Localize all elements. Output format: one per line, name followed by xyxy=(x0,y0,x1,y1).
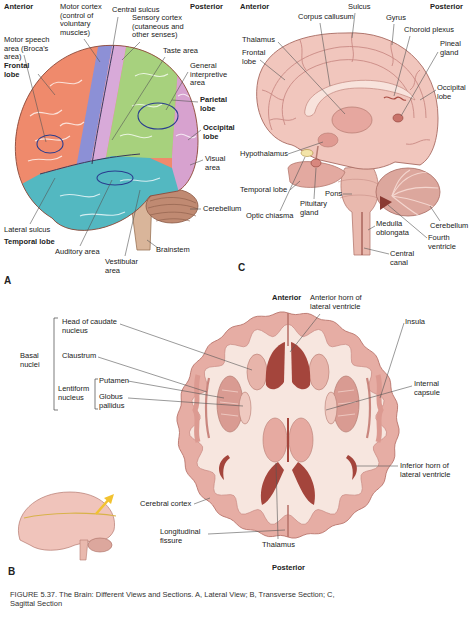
figure-caption: FIGURE 5.37. The Brain: Different Views … xyxy=(10,590,340,608)
part-label: Choroid plexus xyxy=(404,26,454,35)
part-label: Parietal lobe xyxy=(200,96,234,113)
part-label: Anterior xyxy=(240,3,269,12)
part-label: Sulcus xyxy=(348,3,371,12)
part-label: Hypothalamus xyxy=(240,150,288,159)
part-label: Posterior xyxy=(190,3,223,12)
part-label: Anterior xyxy=(4,3,33,12)
part-label: Temporal lobe xyxy=(4,238,55,247)
part-label: Head of caudate nucleus xyxy=(62,318,124,335)
part-label: Pons xyxy=(325,190,342,199)
part-label: Brainstem xyxy=(156,246,190,255)
part-label: Motor cortex (control of voluntary muscl… xyxy=(60,3,107,37)
part-label: Corpus callusum xyxy=(298,13,354,22)
part-label: Gyrus xyxy=(386,14,406,23)
part-label: Claustrum xyxy=(62,352,96,361)
part-label: Occipital lobe xyxy=(437,84,471,101)
part-label: Globus pallidus xyxy=(99,393,141,410)
part-label: Medulla oblongata xyxy=(376,220,416,237)
part-label: Central canal xyxy=(390,250,422,267)
part-label: Lentiform nucleus xyxy=(58,385,94,402)
part-label: Inferior horn of lateral ventricle xyxy=(400,462,468,479)
lateral-view xyxy=(0,26,240,266)
part-label: Internal capsule xyxy=(414,380,456,397)
part-label: Lateral sulcus xyxy=(4,226,50,235)
panel-letter: A xyxy=(4,275,11,286)
leader-lines-b xyxy=(98,314,412,539)
part-label: Optic chiasma xyxy=(246,212,294,221)
brain-outline xyxy=(15,45,198,230)
leader-lines-a xyxy=(24,17,203,256)
part-label: Anterior horn of lateral ventricle xyxy=(310,294,376,311)
part-label: Posterior xyxy=(430,3,463,12)
part-label: Motor speech area (Broca's area) xyxy=(4,36,62,62)
part-label: Posterior xyxy=(272,564,305,573)
part-label: Putamen xyxy=(99,377,129,386)
part-label: Auditory area xyxy=(55,248,100,257)
part-label: Taste area xyxy=(163,47,198,56)
orientation-inset xyxy=(18,492,116,560)
part-label: Cerebral cortex xyxy=(140,500,191,509)
panel-letter: C xyxy=(238,262,245,273)
sagittal-section xyxy=(250,25,450,255)
panel-letter: B xyxy=(8,566,15,577)
part-label: Cerebellum xyxy=(203,205,241,214)
transverse-section xyxy=(177,312,399,538)
part-label: Basal nuclei xyxy=(20,352,50,369)
part-label: General interpretive area xyxy=(190,62,236,88)
part-label: Temporal lobe xyxy=(240,186,287,195)
part-label: Pineal gland xyxy=(440,40,471,57)
part-label: Sensory cortex (cutaneous and other sens… xyxy=(132,14,194,40)
part-label: Vestibular area xyxy=(105,258,147,275)
part-label: Frontal lobe xyxy=(242,49,272,66)
part-label: Thalamus xyxy=(242,36,275,45)
part-label: Insula xyxy=(405,318,425,327)
part-label: Fourth ventricle xyxy=(428,234,466,251)
part-label: Pituitary gland xyxy=(300,200,336,217)
part-label: Occipital lobe xyxy=(203,124,240,141)
part-label: Anterior xyxy=(272,294,301,303)
part-label: Frontal lobe xyxy=(4,62,38,79)
part-label: Visual area xyxy=(205,155,235,172)
lobes xyxy=(0,26,240,266)
part-label: Cerebellum xyxy=(430,222,468,231)
part-label: Thalamus xyxy=(262,541,295,550)
part-label: Longitudinal fissure xyxy=(160,528,208,545)
